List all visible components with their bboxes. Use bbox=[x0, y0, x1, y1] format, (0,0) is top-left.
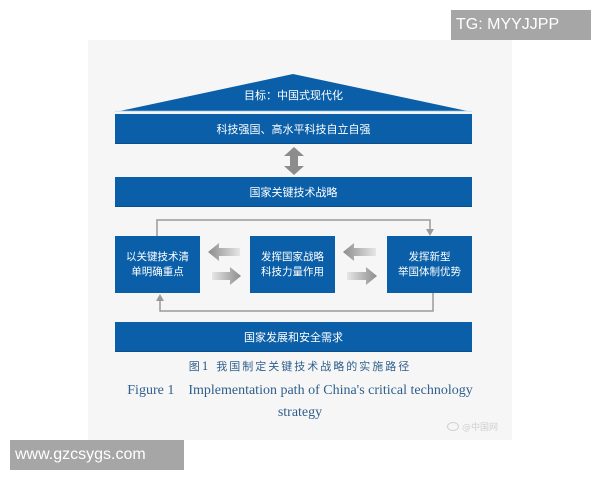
box-mid-line2: 科技力量作用 bbox=[261, 265, 324, 278]
box-left-line1: 以关键技术清 bbox=[126, 250, 189, 263]
development-security-bar: 国家发展和安全需求 bbox=[115, 322, 472, 352]
key-tech-strategy-bar: 国家关键技术战略 bbox=[115, 177, 472, 207]
figure-caption-cn: 图1 我国制定关键技术战略的实施路径 bbox=[188, 360, 412, 373]
source-mark-text: @中国网 bbox=[462, 423, 499, 433]
watermark-bottom-left: www.gzcsygs.com bbox=[10, 440, 184, 470]
watermark-bottom-text: www.gzcsygs.com bbox=[15, 446, 146, 463]
goal-label: 目标：中国式现代化 bbox=[244, 89, 343, 102]
box-right-line2: 举国体制优势 bbox=[398, 265, 461, 278]
box-right-line1: 发挥新型 bbox=[408, 250, 451, 263]
watermark-top-right: TG: MYYJJPP bbox=[451, 10, 591, 40]
tech-power-label: 科技强国、高水平科技自立自强 bbox=[216, 122, 371, 136]
development-security-label: 国家发展和安全需求 bbox=[244, 330, 343, 344]
tech-power-bar: 科技强国、高水平科技自立自强 bbox=[115, 114, 472, 144]
goal-roof bbox=[115, 74, 472, 112]
source-mark: @中国网 bbox=[447, 420, 498, 433]
key-tech-strategy-label: 国家关键技术战略 bbox=[249, 185, 338, 199]
double-arrow-vertical-icon bbox=[282, 145, 306, 177]
weibo-icon bbox=[447, 422, 459, 431]
figure-caption-en-line2: strategy bbox=[277, 405, 323, 420]
box-left-line2: 单明确重点 bbox=[131, 265, 184, 278]
strategic-force-box: 发挥国家战略 科技力量作用 bbox=[250, 236, 335, 293]
figure-caption-en-line1: Figure 1 Implementation path of China's … bbox=[127, 383, 473, 398]
key-tech-list-box: 以关键技术清 单明确重点 bbox=[115, 236, 200, 293]
figure-caption-en: Figure 1 Implementation path of China's … bbox=[100, 380, 500, 424]
new-national-system-box: 发挥新型 举国体制优势 bbox=[387, 236, 472, 293]
box-mid-line1: 发挥国家战略 bbox=[261, 250, 324, 263]
watermark-top-text: TG: MYYJJPP bbox=[456, 16, 560, 33]
